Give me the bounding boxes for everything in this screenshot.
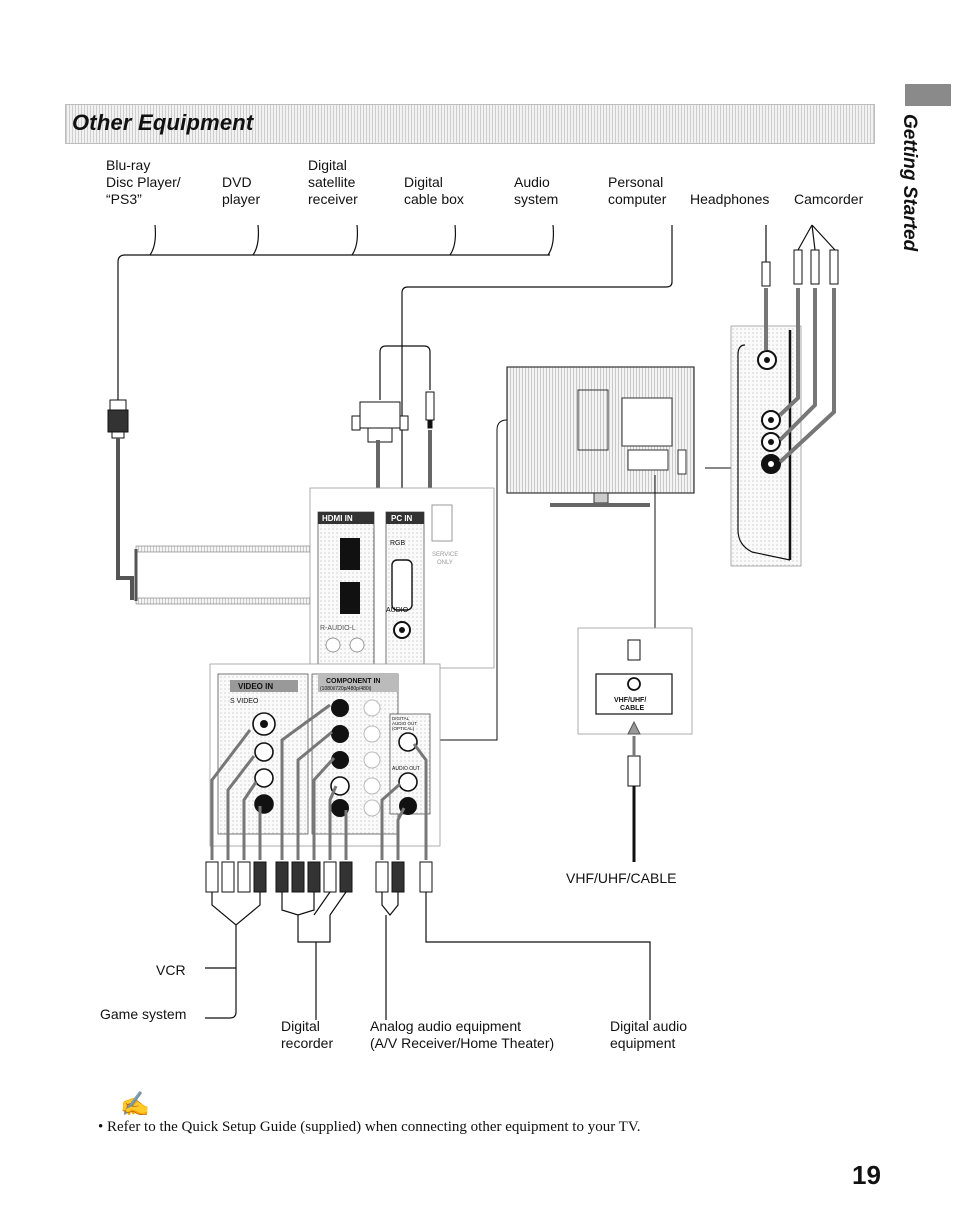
side-tab-marker [905,84,951,106]
side-input-panel [730,325,802,567]
vhf-source-label: VHF/UHF/CABLE [566,870,676,886]
hdmi-plug [107,399,129,439]
vhf-port-label: VHF/UHF/CABLE [614,697,646,712]
video-in-label: VIDEO IN [238,682,273,691]
bottom-brackets [205,891,651,1020]
side-tab-label: Getting Started [898,114,926,251]
device-vcr-label: VCR [156,962,186,978]
device-audio-label: Audio system [514,174,559,207]
hdmi-cable-runs [134,545,337,605]
device-recorder-label: Digital recorder [281,1018,334,1051]
device-game-label: Game system [100,1006,187,1022]
device-camcorder-label: Camcorder [794,191,864,207]
device-digital-audio-label: Digital audio equipment [610,1018,688,1051]
pc-in-label: PC IN [391,514,413,523]
bottom-plugs [205,861,433,893]
rgb-label: RGB [390,540,406,547]
note-text: • Refer to the Quick Setup Guide (suppli… [98,1119,641,1135]
tv-rear-view [506,366,695,507]
page-number: 19 [852,1160,881,1190]
rgb-connector [351,401,409,443]
device-dvd-label: DVD player [222,174,261,207]
bottom-cables [210,703,428,860]
audio-r-l-label: R-AUDIO-L [320,625,356,632]
device-pc-label: Personal computer [608,174,667,207]
antenna-panel: VHF/UHF/CABLE [577,627,693,862]
memo-pencil-icon: ✍ [120,1091,150,1118]
device-analog-audio-label: Analog audio equipment (A/V Receiver/Hom… [370,1018,555,1051]
audio-label: AUDIO [386,607,409,614]
hdmi-cable [116,438,134,600]
side-tab-text: Getting Started [899,114,920,252]
device-headphones-label: Headphones [690,191,770,207]
section-title: Other Equipment [72,110,254,135]
device-satellite-label: Digital satellite receiver [308,157,358,207]
audio-mini-plug [425,391,435,429]
device-bluray-label: Blu-ray Disc Player/ “PS3” [106,157,181,207]
section-header-bar [65,104,875,144]
device-cable-label: Digital cable box [404,174,464,207]
top-devices-bracket [117,224,836,500]
hdmi-pc-panel: HDMI IN PC IN RGB AUDIO R-AUDIO-L SERVIC… [309,487,495,669]
component-in-label: COMPONENT IN [326,678,380,685]
component-resolution-label: (1080i/720p/480p/480i) [320,686,372,692]
side-plugs [761,249,839,287]
hdmi-in-label: HDMI IN [322,514,353,523]
audio-out-label: AUDIO OUT [392,766,420,772]
pc-cables [379,345,431,400]
s-video-label: S VIDEO [230,698,259,705]
